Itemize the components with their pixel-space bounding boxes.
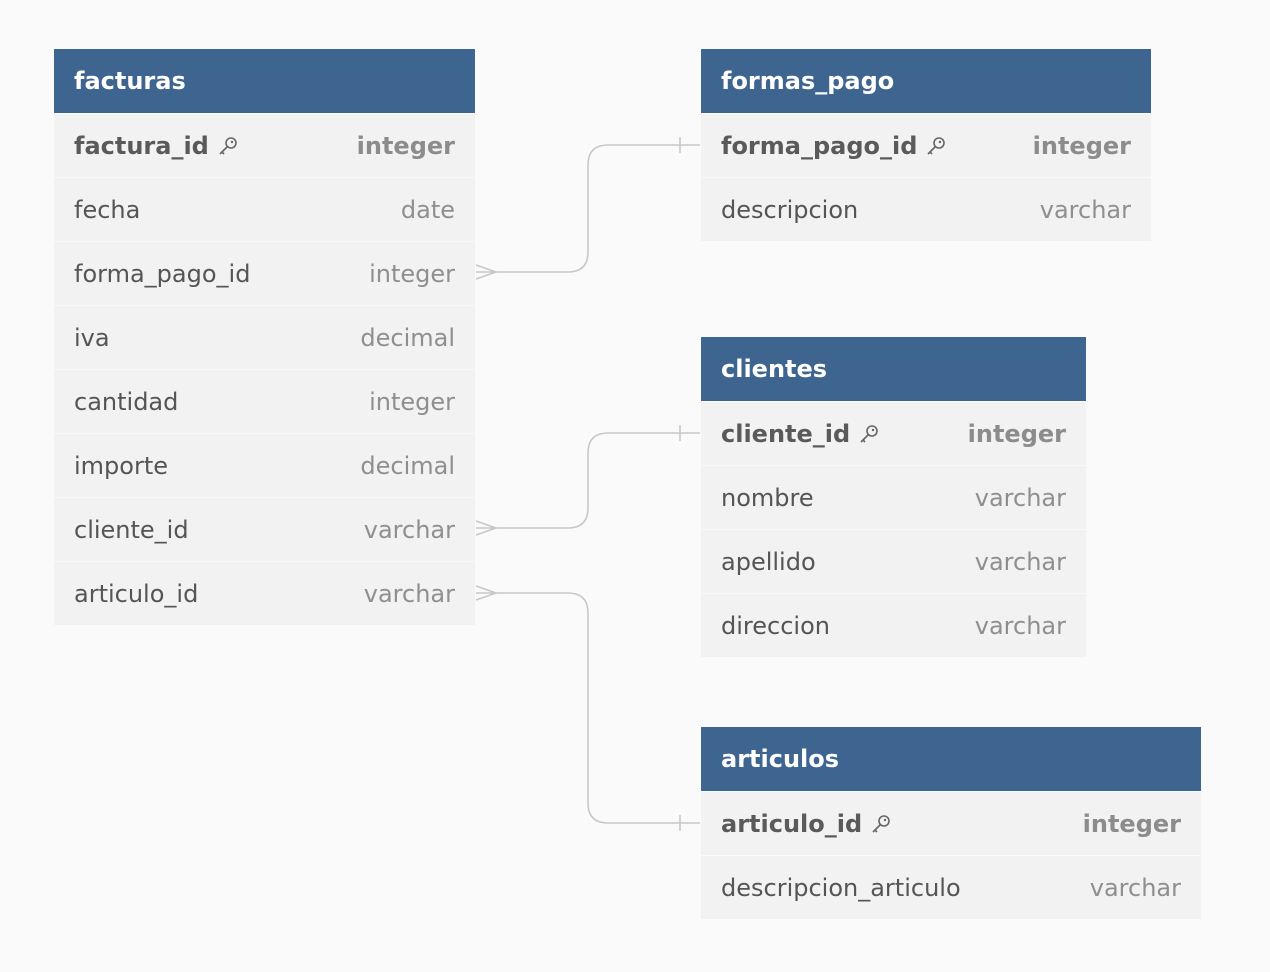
column-name: iva	[74, 323, 110, 352]
column-name: forma_pago_id	[721, 132, 947, 160]
column-type: integer	[967, 419, 1066, 448]
column-name: descripcion_articulo	[721, 873, 961, 902]
column-name: nombre	[721, 483, 814, 512]
table-row-iva[interactable]: iva decimal	[54, 305, 475, 369]
table-row-cliente-id[interactable]: cliente_id varchar	[54, 497, 475, 561]
table-row-cliente-id[interactable]: cliente_id integer	[701, 401, 1086, 465]
column-type: varchar	[1089, 873, 1181, 902]
column-type: decimal	[360, 451, 455, 480]
column-name: factura_id	[74, 132, 239, 160]
table-clientes[interactable]: clientes cliente_id integer nombre varch…	[701, 337, 1086, 657]
column-name: cantidad	[74, 387, 179, 416]
column-type: varchar	[363, 579, 455, 608]
table-row-direccion[interactable]: direccion varchar	[701, 593, 1086, 657]
column-name: articulo_id	[721, 810, 892, 838]
table-row-descripcion[interactable]: descripcion varchar	[701, 177, 1151, 241]
table-row-cantidad[interactable]: cantidad integer	[54, 369, 475, 433]
connector-forma-pago	[475, 137, 700, 280]
key-icon	[927, 136, 946, 155]
column-type: integer	[1082, 809, 1181, 838]
table-header[interactable]: clientes	[701, 337, 1086, 401]
column-name: forma_pago_id	[74, 259, 251, 288]
column-type: varchar	[363, 515, 455, 544]
column-type: decimal	[360, 323, 455, 352]
connector-cliente	[475, 425, 700, 536]
table-header[interactable]: facturas	[54, 49, 475, 113]
column-name: fecha	[74, 195, 141, 224]
column-type: integer	[369, 387, 455, 416]
table-header[interactable]: articulos	[701, 727, 1201, 791]
table-header[interactable]: formas_pago	[701, 49, 1151, 113]
column-type: integer	[369, 259, 455, 288]
column-type: integer	[1032, 131, 1131, 160]
column-type: varchar	[1039, 195, 1131, 224]
connector-articulo	[475, 585, 700, 831]
table-row-fecha[interactable]: fecha date	[54, 177, 475, 241]
column-name: importe	[74, 451, 169, 480]
column-type: integer	[356, 131, 455, 160]
column-type: varchar	[974, 483, 1066, 512]
table-row-apellido[interactable]: apellido varchar	[701, 529, 1086, 593]
table-row-forma-pago-id[interactable]: forma_pago_id integer	[54, 241, 475, 305]
column-name: cliente_id	[74, 515, 189, 544]
column-name: apellido	[721, 547, 816, 576]
table-row-articulo-id[interactable]: articulo_id integer	[701, 791, 1201, 855]
table-articulos[interactable]: articulos articulo_id integer descripcio…	[701, 727, 1201, 919]
column-type: date	[400, 195, 455, 224]
table-facturas[interactable]: facturas factura_id integer fecha date f…	[54, 49, 475, 625]
column-type: varchar	[974, 611, 1066, 640]
column-name: cliente_id	[721, 420, 880, 448]
table-row-importe[interactable]: importe decimal	[54, 433, 475, 497]
key-icon	[219, 136, 237, 155]
key-icon	[872, 814, 890, 833]
column-name: direccion	[721, 611, 830, 640]
table-row-descripcion-articulo[interactable]: descripcion_articulo varchar	[701, 855, 1201, 919]
key-icon	[860, 424, 879, 443]
column-name: descripcion	[721, 195, 859, 224]
table-row-forma-pago-id[interactable]: forma_pago_id integer	[701, 113, 1151, 177]
column-type: varchar	[974, 547, 1066, 576]
table-formas-pago[interactable]: formas_pago forma_pago_id integer descri…	[701, 49, 1151, 241]
table-row-factura-id[interactable]: factura_id integer	[54, 113, 475, 177]
column-name: articulo_id	[74, 579, 199, 608]
table-row-nombre[interactable]: nombre varchar	[701, 465, 1086, 529]
table-row-articulo-id[interactable]: articulo_id varchar	[54, 561, 475, 625]
